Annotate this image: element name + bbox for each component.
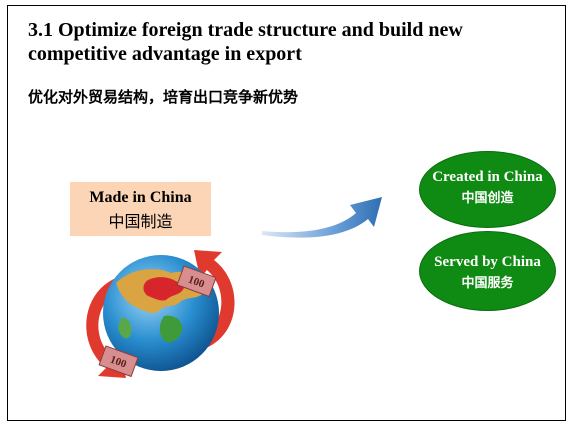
- red-ribbon-arrow-right: [194, 250, 235, 348]
- continent-shape: [159, 315, 183, 343]
- svg-text:100: 100: [108, 354, 128, 371]
- banknote-icon: 100: [98, 345, 139, 378]
- china-shape: [143, 277, 184, 301]
- banknote-icon: 100: [176, 265, 217, 298]
- created-in-china-oval: Created in China 中国创造: [419, 151, 556, 228]
- made-in-china-label-cn: 中国制造: [108, 212, 173, 231]
- curved-arrow-icon: [260, 191, 390, 241]
- oval-label-en: Served by China: [434, 254, 541, 270]
- oval-label-cn: 中国服务: [461, 276, 514, 291]
- served-by-china-oval: Served by China 中国服务: [419, 231, 556, 311]
- slide-subtitle-cn: 优化对外贸易结构，培育出口竞争新优势: [28, 88, 299, 106]
- slide-title: 3.1 Optimize foreign trade structure and…: [28, 19, 463, 65]
- oval-label-en: Created in China: [432, 169, 543, 185]
- oval-label-cn: 中国创造: [461, 191, 514, 206]
- globe-money-illustration: 100 100: [76, 238, 246, 388]
- continent-shape: [118, 317, 132, 339]
- slide: 3.1 Optimize foreign trade structure and…: [7, 5, 566, 421]
- made-in-china-box: Made in China 中国制造: [70, 182, 211, 236]
- made-in-china-label-en: Made in China: [89, 189, 192, 206]
- red-ribbon-arrow-left: [86, 278, 126, 378]
- svg-text:100: 100: [186, 274, 206, 291]
